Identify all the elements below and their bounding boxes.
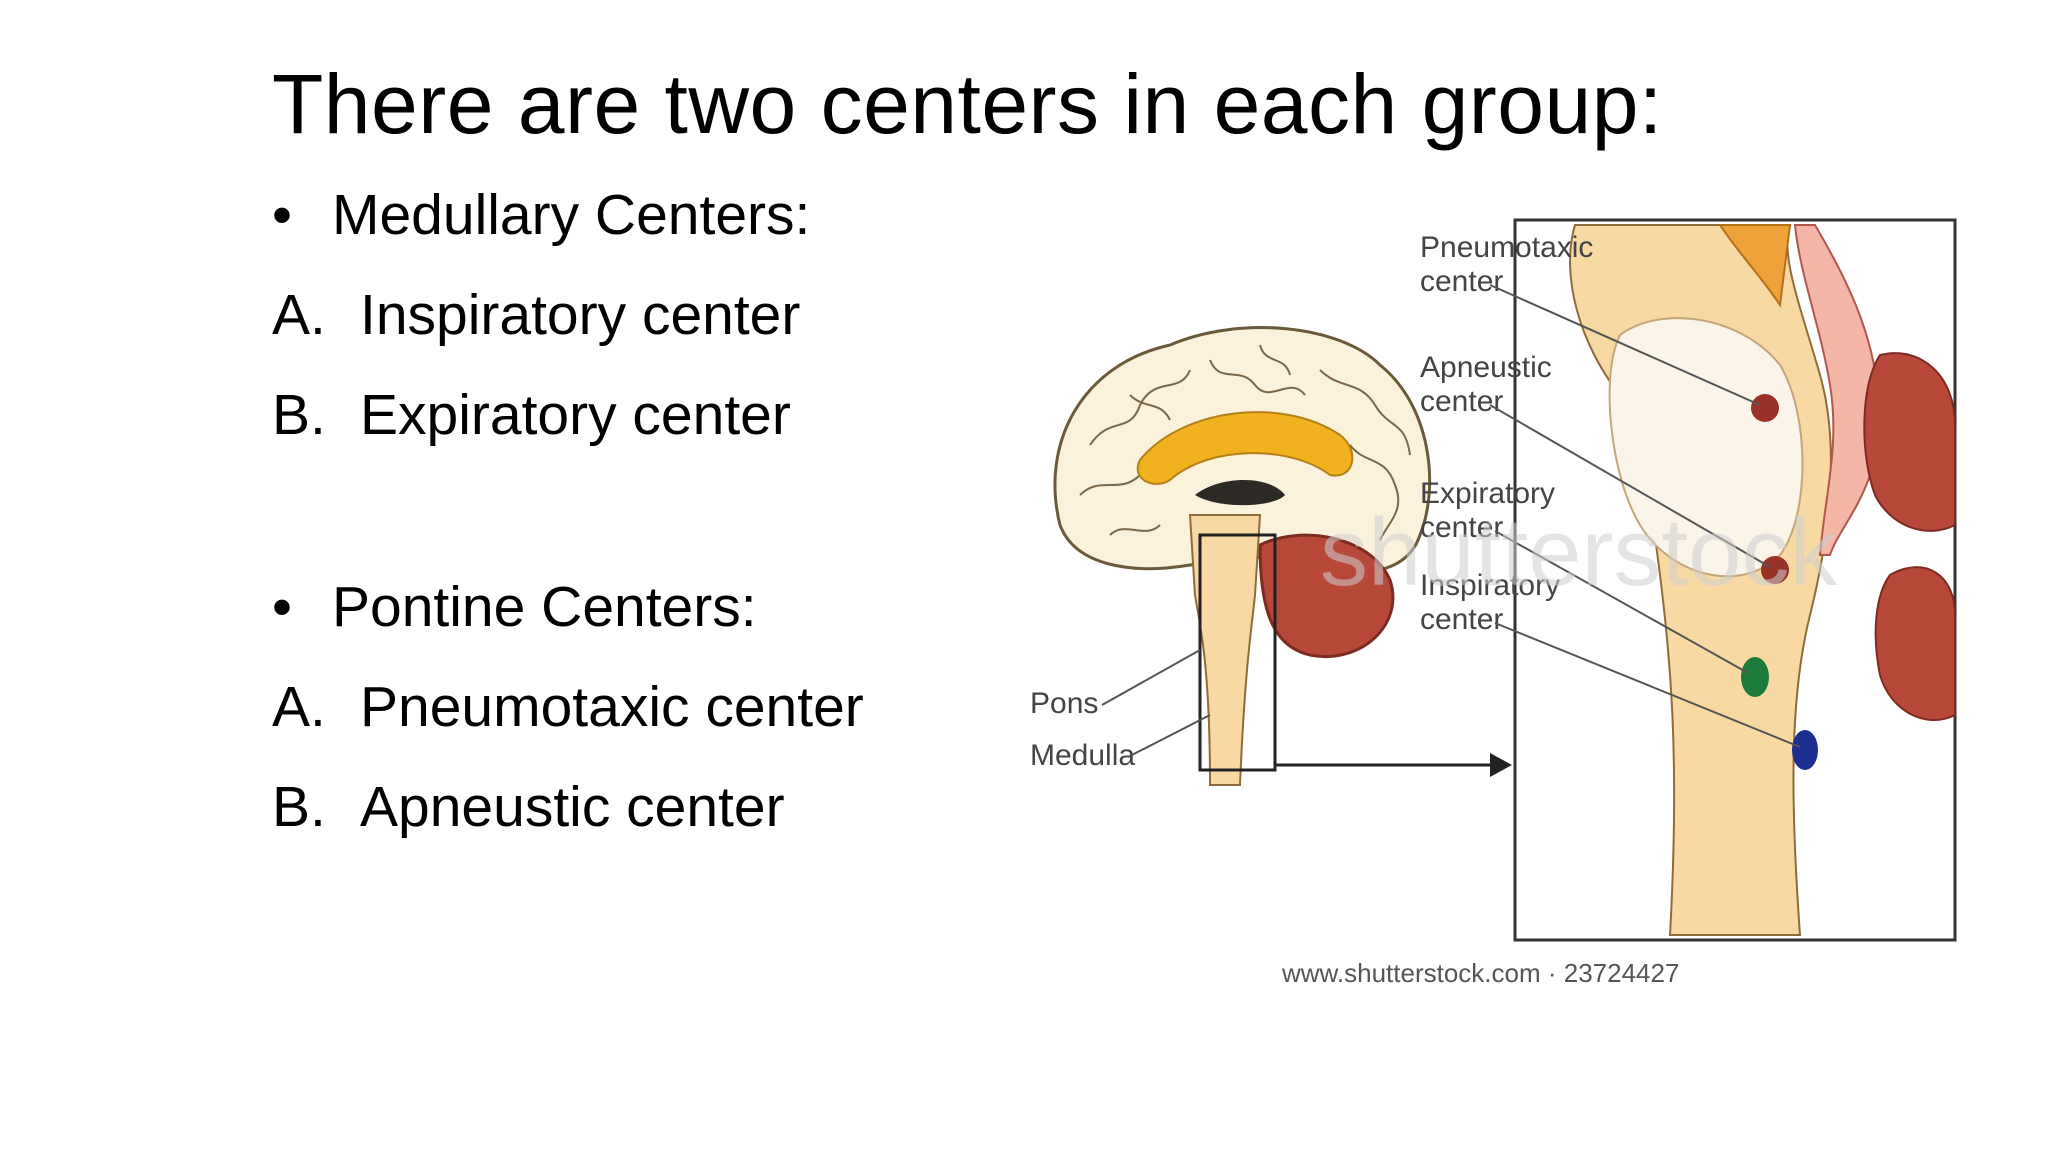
enlarged-cerebellum-upper xyxy=(1863,352,1956,532)
slide-title: There are two centers in each group: xyxy=(272,57,1663,151)
label-pneumotaxic-line1: Pneumotaxic xyxy=(1420,231,1593,264)
group-heading-text: Medullary Centers: xyxy=(332,183,811,247)
cerebellum xyxy=(1258,533,1395,658)
label-pons: Pons xyxy=(1030,687,1098,720)
label-apneustic-line1: Apneustic xyxy=(1420,351,1552,384)
enlarged-orange-tract xyxy=(1718,224,1792,308)
list-marker: B. xyxy=(272,775,326,839)
label-inspiratory-line1: Inspiratory xyxy=(1420,569,1560,602)
leader-line xyxy=(1494,530,1749,674)
list-marker: B. xyxy=(272,383,326,447)
leader-line xyxy=(1127,714,1211,758)
label-inspiratory-line2: center xyxy=(1420,603,1503,636)
watermark-text: shutterstock xyxy=(1320,499,1839,606)
image-credit: www.shutterstock.com · 23724427 xyxy=(1281,958,1679,988)
bullet-marker: • xyxy=(272,183,292,247)
enlarged-brainstem-panel xyxy=(1513,218,1957,942)
corpus-callosum xyxy=(1136,411,1354,485)
list-marker: A. xyxy=(272,283,326,347)
group-heading-text: Pontine Centers: xyxy=(332,575,757,639)
inspiratory-center-dot xyxy=(1792,730,1818,770)
list-item-text: Apneustic center xyxy=(360,775,785,839)
label-apneustic-line2: center xyxy=(1420,385,1503,418)
label-medulla: Medulla xyxy=(1030,739,1135,772)
list-marker: A. xyxy=(272,675,326,739)
brain-illustration xyxy=(1053,326,1432,786)
leader-line xyxy=(1489,284,1761,406)
list-item-text: Expiratory center xyxy=(360,383,791,447)
enlarged-pons-region xyxy=(1608,317,1804,578)
pneumotaxic-center-dot xyxy=(1751,394,1779,422)
enlarged-cerebellum-lower xyxy=(1874,566,1956,721)
leader-line xyxy=(1101,649,1201,706)
list-item-text: Pneumotaxic center xyxy=(360,675,864,739)
brain-respiratory-centers-diagram: Pons Medulla Pneumotaxic center Apneusti… xyxy=(1030,218,1957,988)
expiratory-center-dot xyxy=(1741,657,1769,697)
enlarged-cortex-strip xyxy=(1793,224,1882,556)
bullet-marker: • xyxy=(272,575,292,639)
label-expiratory-line2: center xyxy=(1420,511,1503,544)
apneustic-center-dot xyxy=(1761,556,1789,584)
list-item-text: Inspiratory center xyxy=(360,283,801,347)
arrow-head xyxy=(1490,753,1512,777)
thalamus xyxy=(1195,480,1285,506)
label-pneumotaxic-line2: center xyxy=(1420,265,1503,298)
label-expiratory-line1: Expiratory xyxy=(1420,477,1555,510)
leader-line xyxy=(1489,404,1771,568)
zoom-box xyxy=(1198,533,1277,772)
leader-line xyxy=(1494,622,1801,748)
